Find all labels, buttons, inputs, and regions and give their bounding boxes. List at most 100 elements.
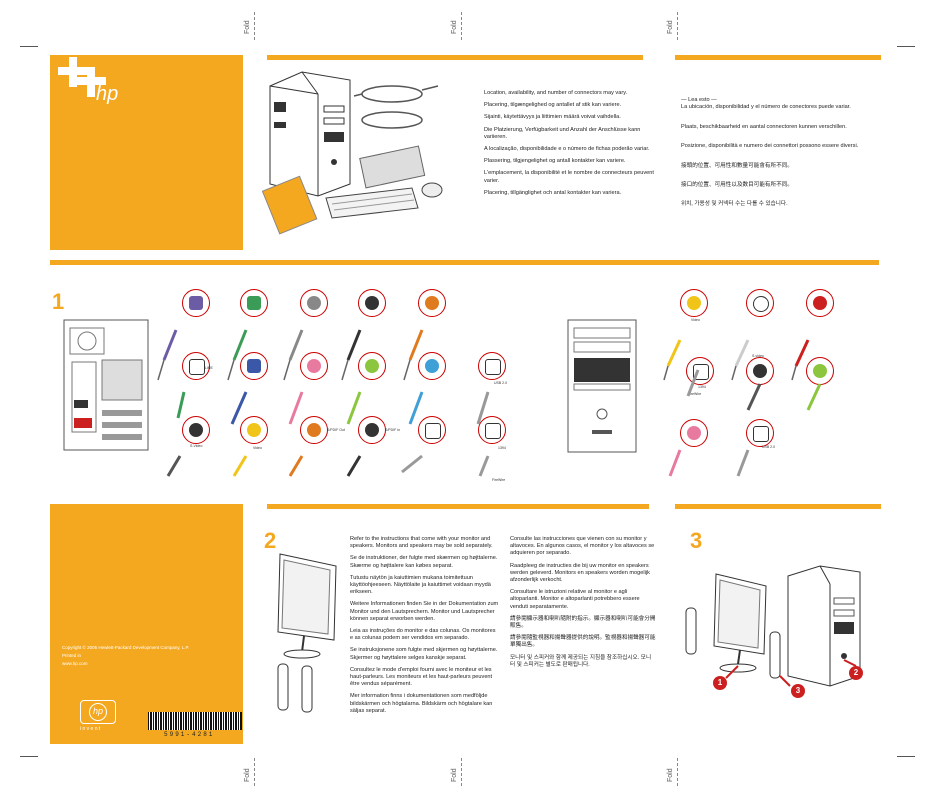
front-tower-illustration <box>567 319 637 453</box>
fold-label: Fold <box>244 20 251 34</box>
step2-da: Se de instruktioner, der fulgte med skær… <box>350 555 498 569</box>
step-3-number: 3 <box>690 528 703 553</box>
copyright-line: Copyright © 2005 Hewlett-Packard Develop… <box>62 645 190 650</box>
label-1394: 1394 <box>498 446 506 450</box>
note-zh-cn: 接口的位置、可用性以及数目可能有所不同。 <box>681 182 793 189</box>
keyboard-illustration <box>325 187 419 219</box>
note-de: Die Platzierung, Verfügbarkeit und Anzah… <box>484 126 641 140</box>
label-front-s-video: S-video <box>752 354 764 358</box>
line-out-port <box>358 352 386 380</box>
step2-zh-tw: 請參閱顯示器和喇叭隨附的指示。顯示器和喇叭可能會分開販售。 <box>510 615 656 630</box>
step2-no: Se instruksjonene som fulgte med skjerme… <box>350 647 498 661</box>
section-bar <box>675 504 881 509</box>
modem-line-port <box>182 352 210 380</box>
step2-zh-cn: 請參閱隨監視器和揚聲器提供的說明。監視器和揚聲器可能單獨出售。 <box>510 635 656 649</box>
note-fi: Sijainti, käytettävyys ja liittimien mää… <box>484 114 621 121</box>
box-contents-illustration <box>262 71 443 235</box>
front-s-video-port <box>746 357 774 385</box>
note-no: Plassering, tilgjengelighet og antall ko… <box>484 158 626 165</box>
ps2-mouse-port <box>240 289 268 317</box>
fold-line <box>461 758 462 786</box>
step-2-number: 2 <box>264 528 277 553</box>
plus-mark-v <box>69 57 77 87</box>
audio-port-black <box>358 289 386 317</box>
note-ko: 위치, 가용성 및 커넥터 수는 다를 수 있습니다. <box>681 201 788 208</box>
section-bar <box>50 260 879 265</box>
step2-text-col2: Consulte las instrucciones que vienen co… <box>510 536 656 674</box>
front-mic-port <box>680 419 708 447</box>
fold-line <box>677 12 678 40</box>
invent-text: i n v e n t <box>80 726 101 732</box>
note-da: Placering, tilgængelighed og antallet af… <box>484 102 622 109</box>
note-fr: L'emplacement, la disponibilité et le no… <box>484 170 654 184</box>
header-bar <box>267 55 643 60</box>
usb-port <box>478 352 506 380</box>
fold-line <box>461 12 462 40</box>
spdif-in-port <box>358 416 386 444</box>
step2-es: Consulte las instrucciones que vienen co… <box>510 536 655 557</box>
step3-badge-2: 2 <box>849 666 863 680</box>
rear-cables <box>157 329 490 477</box>
composite-video-port <box>240 416 268 444</box>
note-sv: Placering, tillgänglighet och antal kont… <box>484 189 622 196</box>
note-es: — Lea esto — La ubicación, disponibilida… <box>681 97 851 111</box>
website-line: www.hp.com <box>62 661 88 666</box>
front-usb-port <box>746 419 774 447</box>
step-1-number: 1 <box>52 289 65 314</box>
label-line: LINE <box>205 366 213 370</box>
step2-fi: Tutustu näytön ja kaiuttimien mukana toi… <box>350 574 491 596</box>
mic-port <box>300 352 328 380</box>
front-cables <box>663 339 822 477</box>
step2-de: Weitere Informationen finden Sie in der … <box>350 601 499 622</box>
label-spdif-in: S/PDIF In <box>385 428 401 432</box>
hp-badge-logo: hp <box>80 700 116 724</box>
mouse-illustration <box>421 182 443 198</box>
label-front-firewire: FireWire <box>688 392 702 396</box>
front-video-port <box>680 289 708 317</box>
line-in-port <box>418 352 446 380</box>
label-front-usb: USB 2.0 <box>762 445 776 449</box>
step3-badge-3: 3 <box>791 684 805 698</box>
label-video: Video <box>253 446 262 450</box>
fold-label: Fold <box>244 768 251 782</box>
front-audio-red-port <box>806 289 834 317</box>
hp-badge-circle: hp <box>89 703 107 721</box>
ethernet-port <box>418 416 446 444</box>
copyright-block: Copyright © 2005 Hewlett-Packard Develop… <box>62 644 232 668</box>
label-s-video: S-Video <box>190 444 203 448</box>
fold-line <box>254 758 255 786</box>
setup-illustration <box>685 565 861 687</box>
barcode <box>148 712 242 730</box>
audio-port-orange <box>418 289 446 317</box>
fold-label: Fold <box>451 20 458 34</box>
step2-ko: 모니터 및 스피커와 함께 제공되는 지침을 참조하십시오. 모니터 및 스피커… <box>510 654 652 668</box>
ps2-keyboard-port <box>182 289 210 317</box>
firewire-port <box>478 416 506 444</box>
note-zh-tw: 接頭的位置、可用性和數量可能會有所不同。 <box>681 162 793 169</box>
label-front-video: Video <box>691 318 700 322</box>
tower-illustration <box>269 71 351 197</box>
plus-mark-v2 <box>87 67 95 97</box>
step3-badge-1: 1 <box>713 676 727 690</box>
crop-mark <box>897 46 915 47</box>
step2-text-col1: Refer to the instructions that come with… <box>350 536 500 720</box>
label-firewire: FireWire <box>492 478 506 482</box>
spdif-out-port <box>300 416 328 444</box>
note-pt: A localização, disponibilidade e o númer… <box>484 146 650 153</box>
cables-illustration <box>353 85 439 129</box>
barcode-number: 5991-4281 <box>164 731 215 738</box>
brand-panel: hp <box>50 55 243 250</box>
hp-logo-text: hp <box>96 83 119 105</box>
s-video-port <box>182 416 210 444</box>
audio-port-gray <box>300 289 328 317</box>
connector-notes-col1: Location, availability, and number of co… <box>484 90 654 202</box>
copyright-panel: Copyright © 2005 Hewlett-Packard Develop… <box>50 504 243 744</box>
label-front-1394: 1394 <box>698 385 706 389</box>
monitor-speakers-illustration <box>277 553 337 713</box>
fold-line <box>254 12 255 40</box>
header-bar <box>675 55 881 60</box>
fold-line <box>677 758 678 786</box>
section-bar <box>267 504 649 509</box>
note-nl: Plaats, beschikbaarheid en aantal connec… <box>681 123 847 130</box>
front-audio-white-port <box>746 289 774 317</box>
